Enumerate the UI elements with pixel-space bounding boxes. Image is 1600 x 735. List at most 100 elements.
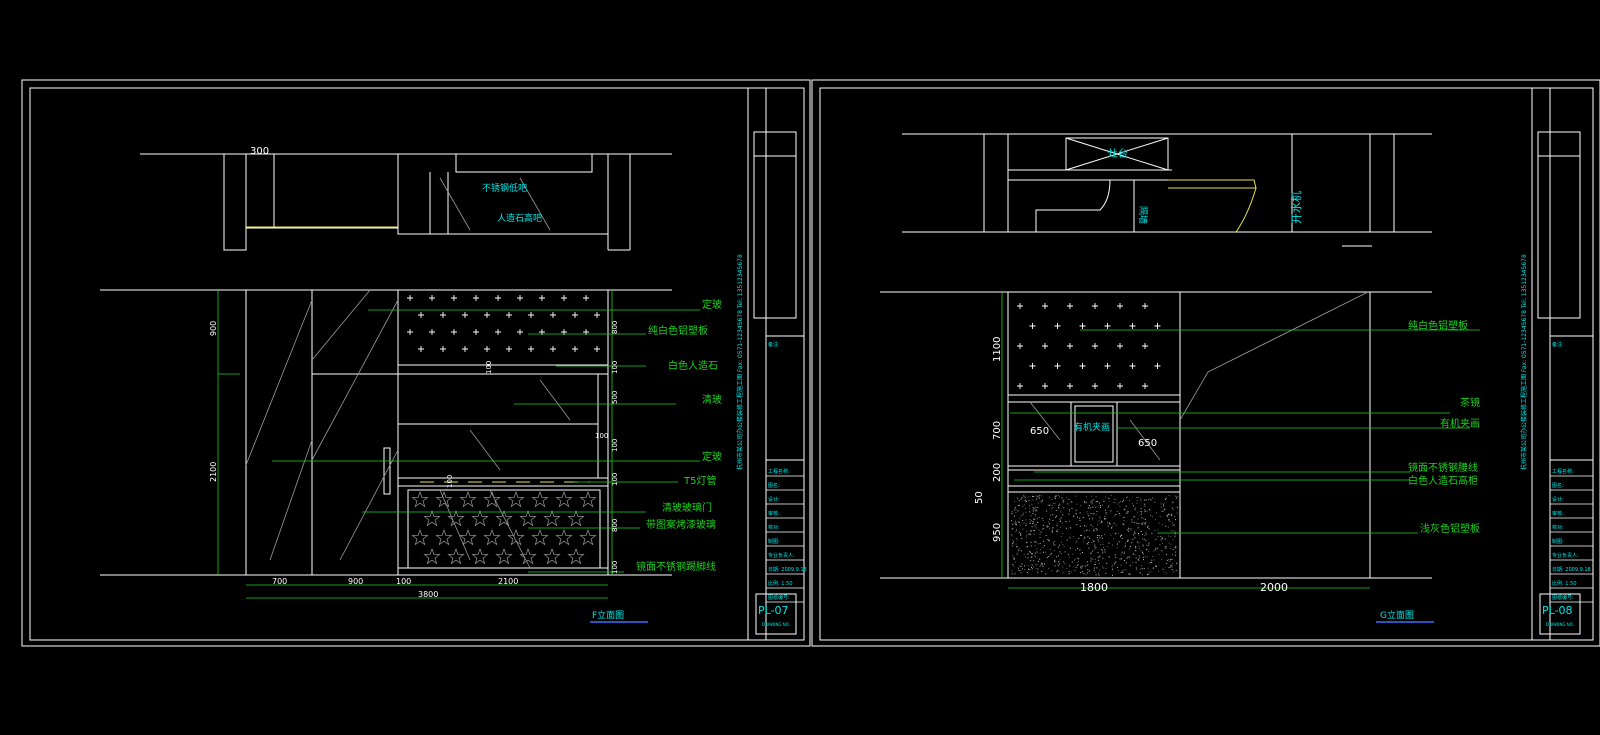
speck [1023, 495, 1025, 497]
speck [1122, 517, 1124, 519]
speck [1012, 528, 1014, 530]
speck [1069, 536, 1071, 538]
speck [1014, 522, 1016, 524]
plus-mark [429, 295, 435, 301]
speck [1163, 505, 1165, 507]
speck [1121, 558, 1122, 560]
speck [1140, 530, 1142, 532]
speck [1032, 495, 1034, 497]
speck [1127, 541, 1129, 542]
speck [1093, 541, 1095, 543]
speck [1034, 525, 1036, 527]
speck [1174, 516, 1176, 518]
speck [1125, 505, 1127, 507]
speck [1132, 562, 1134, 564]
speck [1167, 535, 1169, 537]
plus-mark [1017, 383, 1023, 389]
speck [1171, 514, 1173, 516]
speck [1122, 501, 1124, 503]
speck [1024, 500, 1026, 502]
speck [1042, 540, 1044, 542]
speck [1110, 534, 1112, 536]
tb-row-text: 图纸编号: [1552, 594, 1574, 601]
speck [1136, 569, 1138, 570]
speck [1054, 496, 1056, 498]
plus-mark [1067, 303, 1073, 309]
speck [1127, 511, 1129, 513]
speck [1133, 532, 1135, 534]
speck [1169, 560, 1171, 562]
plan-label-partition: 隔墙 [1137, 206, 1149, 224]
speck [1125, 562, 1127, 564]
speck [1035, 556, 1036, 558]
speck [1093, 545, 1095, 547]
speck [1061, 541, 1063, 543]
speck [1123, 516, 1125, 518]
star-mark [483, 490, 501, 508]
speck [1155, 566, 1157, 567]
speck [1102, 552, 1104, 554]
speck [1040, 495, 1042, 497]
tb-row-text: 比例: 1:50 [1552, 580, 1577, 587]
speck [1042, 551, 1044, 553]
speck [1017, 552, 1019, 554]
speck [1095, 514, 1097, 516]
speck [1021, 563, 1023, 565]
callout-patterned-glass: 带图案烤漆玻璃 [646, 518, 716, 531]
speck [1058, 506, 1059, 508]
speck [1047, 504, 1049, 506]
speck [1156, 547, 1158, 549]
speck [1014, 500, 1015, 502]
speck [1101, 549, 1103, 551]
speck [1170, 564, 1172, 566]
right-dim-4: 100 [611, 439, 619, 452]
plus-mark [407, 295, 413, 301]
speck [1062, 514, 1064, 516]
plus-mark [517, 329, 523, 335]
speck [1051, 508, 1053, 510]
speck [1112, 574, 1113, 576]
callout-steel-skirting: 镜面不锈钢踢脚线 [636, 560, 716, 573]
speck [1168, 542, 1170, 544]
speck [1040, 564, 1042, 566]
tb-row-text: 审核: [1552, 510, 1564, 517]
speck [1058, 561, 1060, 563]
plus-mark [1042, 343, 1048, 349]
speck [1063, 546, 1065, 548]
speck [1049, 514, 1051, 516]
speck [1094, 558, 1096, 560]
speck [1023, 554, 1025, 556]
speck [1150, 571, 1152, 573]
speck [1159, 516, 1161, 518]
speck [1028, 507, 1030, 509]
speck [1142, 534, 1144, 535]
inner-dim-650-right: 650 [1138, 438, 1157, 449]
speck [1086, 529, 1088, 531]
speck [1068, 513, 1070, 515]
speck [1086, 543, 1088, 544]
speck [1087, 536, 1089, 538]
speck [1080, 534, 1081, 536]
speck [1047, 539, 1049, 540]
speck [1124, 560, 1125, 561]
speck [1028, 568, 1029, 570]
speck [1033, 533, 1035, 535]
speck [1092, 513, 1094, 515]
speck [1107, 522, 1109, 524]
speck [1084, 537, 1086, 539]
speck [1020, 533, 1022, 535]
speck [1011, 520, 1013, 522]
speck [1147, 574, 1148, 575]
speck [1143, 522, 1145, 524]
speck [1074, 570, 1076, 571]
speck [1041, 517, 1043, 519]
speck [1176, 562, 1178, 564]
speck [1095, 506, 1097, 508]
star-mark [459, 490, 477, 508]
speck [1146, 526, 1148, 528]
speck [1048, 505, 1050, 506]
speck [1058, 563, 1060, 565]
speck [1015, 520, 1016, 522]
speck [1037, 507, 1039, 508]
